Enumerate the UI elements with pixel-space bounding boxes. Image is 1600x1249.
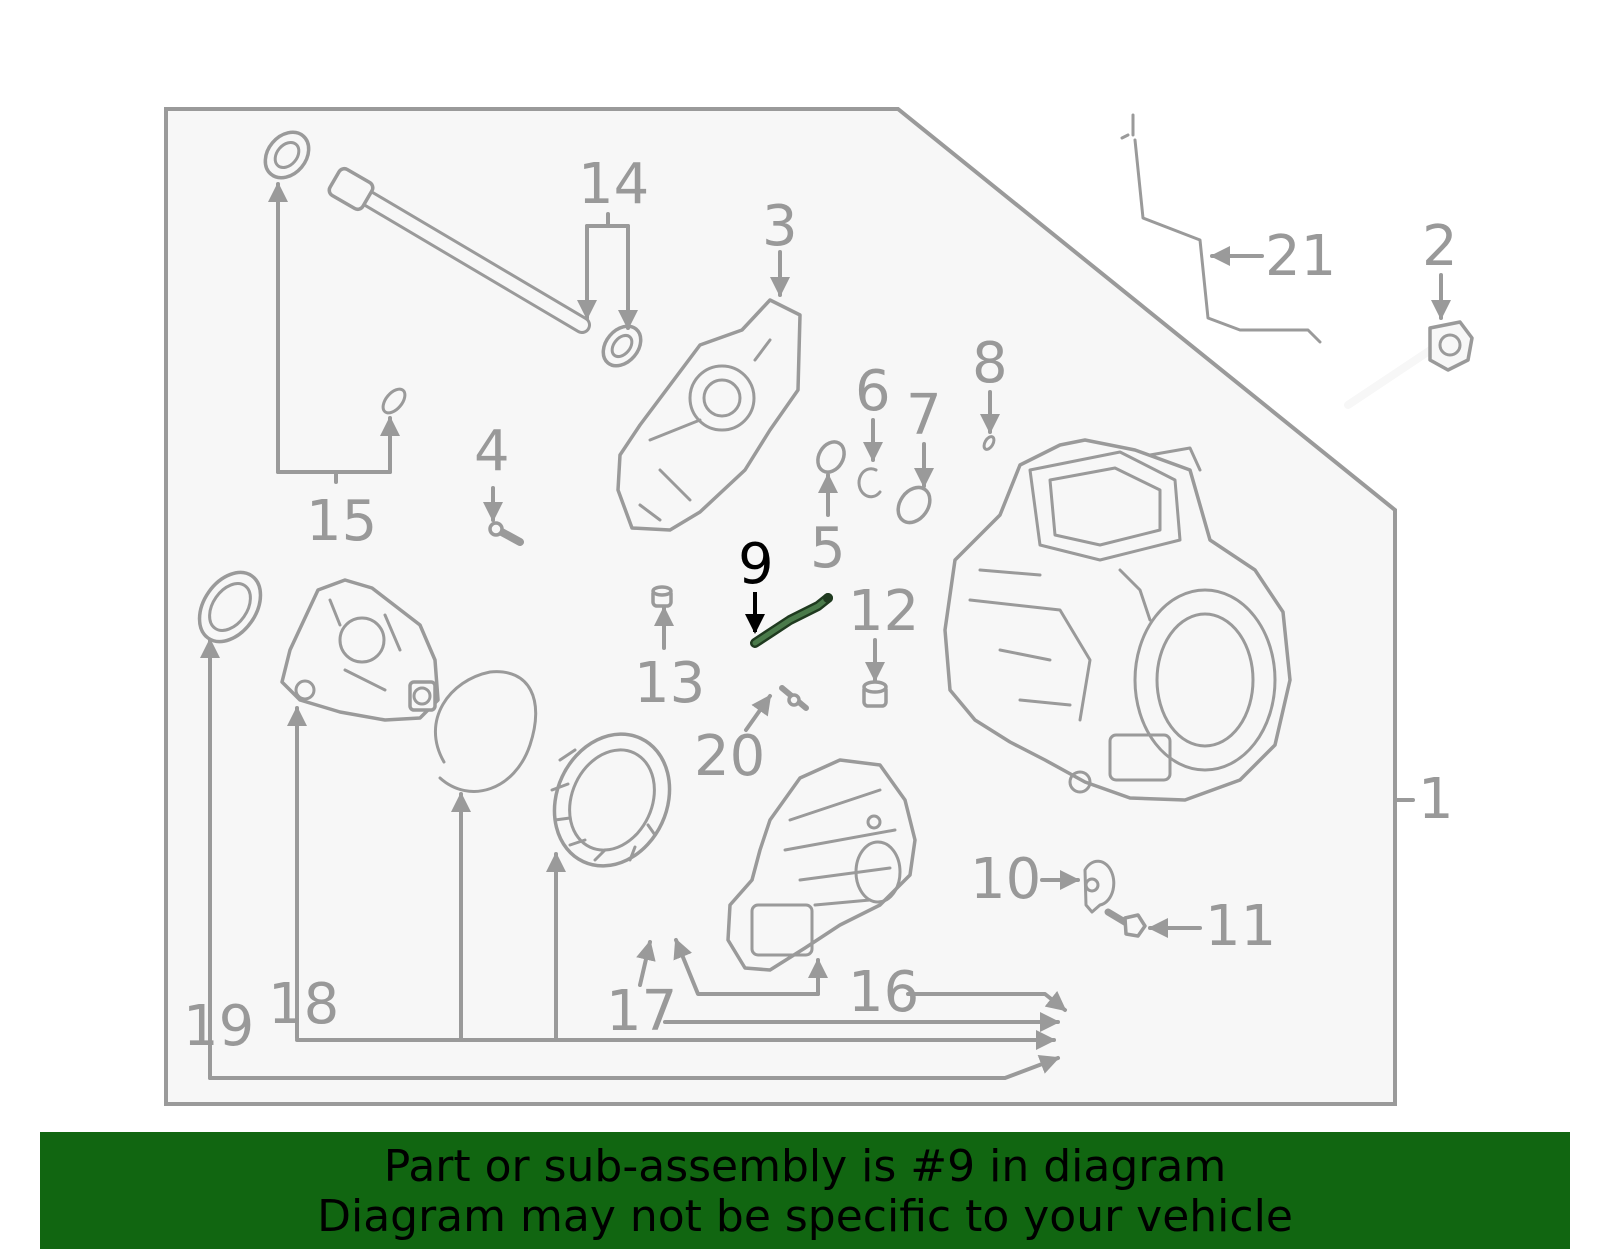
part-13-plug bbox=[651, 585, 673, 608]
part-17-ring bbox=[433, 670, 538, 793]
callout-7: 7 bbox=[906, 383, 942, 448]
assembly-panel bbox=[164, 107, 1397, 1106]
callout-6: 6 bbox=[855, 359, 891, 424]
leader-19h bbox=[208, 1054, 1060, 1080]
callout-16: 16 bbox=[848, 960, 919, 1025]
part-1-housing bbox=[943, 438, 1292, 802]
callout-15: 15 bbox=[306, 489, 377, 554]
leader-20 bbox=[744, 694, 772, 732]
part-20-pin bbox=[779, 685, 809, 711]
part-21-pipe bbox=[1120, 113, 1322, 344]
callout-21: 21 bbox=[1265, 224, 1336, 289]
part-10-clip bbox=[1083, 859, 1116, 914]
part-11-bolt bbox=[1104, 908, 1147, 938]
part-14-shaft bbox=[327, 166, 591, 334]
part-7-ring bbox=[896, 485, 932, 525]
callout-13: 13 bbox=[634, 651, 705, 716]
callout-14: 14 bbox=[578, 152, 649, 217]
callout-1: 1 bbox=[1418, 767, 1454, 832]
part-18-differential bbox=[280, 578, 440, 722]
leader-16-route bbox=[673, 938, 820, 996]
callout-9: 9 bbox=[738, 532, 774, 597]
callout-19: 19 bbox=[183, 994, 254, 1059]
parts-diagram: 1 21 2 14 15 3 bbox=[164, 107, 1474, 1106]
part-6-clip bbox=[857, 467, 882, 499]
part-2-bolt bbox=[1344, 320, 1474, 409]
callout-3: 3 bbox=[762, 194, 798, 259]
callout-2: 2 bbox=[1422, 214, 1458, 279]
part-15-ring bbox=[381, 387, 407, 415]
part-4-bolt bbox=[488, 521, 524, 546]
callout-11: 11 bbox=[1205, 894, 1276, 959]
banner-line-2: Diagram may not be specific to your vehi… bbox=[317, 1191, 1293, 1242]
lower-case-housing bbox=[726, 758, 917, 972]
info-banner: Part or sub-assembly is #9 in diagram Di… bbox=[40, 1132, 1570, 1249]
part-9-tube bbox=[750, 593, 833, 648]
leader-16b bbox=[906, 990, 1067, 1012]
part-12-plug bbox=[862, 680, 888, 708]
part-8-oring bbox=[982, 435, 996, 451]
callout-10: 10 bbox=[970, 847, 1041, 912]
callout-8: 8 bbox=[972, 331, 1008, 396]
part-5-seal bbox=[816, 440, 846, 474]
part-16-ring-gear bbox=[550, 732, 672, 868]
callout-12: 12 bbox=[848, 579, 919, 644]
callout-5: 5 bbox=[810, 516, 846, 581]
banner-line-1: Part or sub-assembly is #9 in diagram bbox=[383, 1141, 1227, 1192]
part-14-seal bbox=[601, 324, 643, 368]
callout-20: 20 bbox=[694, 724, 765, 789]
callout-18: 18 bbox=[268, 972, 339, 1037]
callout-4: 4 bbox=[474, 419, 510, 484]
callout-17: 17 bbox=[606, 979, 677, 1044]
part-15-seal bbox=[263, 130, 311, 180]
part-3-cover bbox=[616, 298, 802, 532]
leader-17a bbox=[636, 940, 656, 987]
